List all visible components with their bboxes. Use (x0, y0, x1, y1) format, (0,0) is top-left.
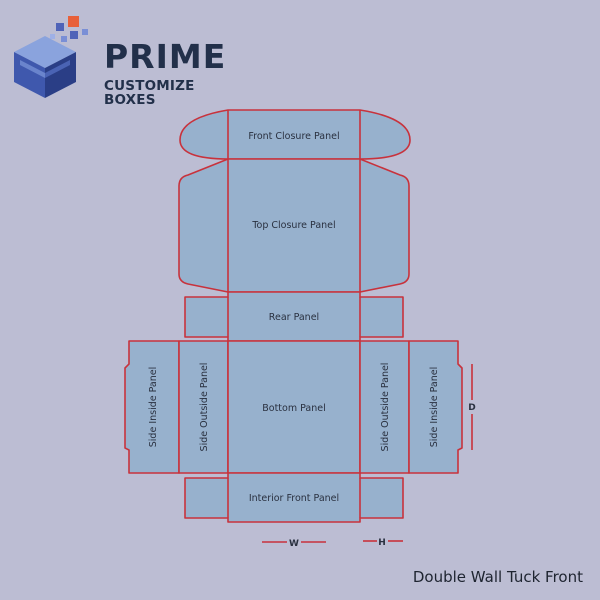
side-outside-panel-right (359, 340, 410, 474)
brand-logo: PRIME CUSTOMIZE BOXES (12, 14, 242, 108)
side-outside-label-left: Side Outside Panel (199, 363, 210, 452)
width-label: W (289, 539, 299, 549)
height-label: H (378, 538, 386, 548)
bottom-label: Bottom Panel (262, 403, 326, 414)
depth-dimension: D (468, 364, 476, 450)
cube-logo-icon (14, 16, 88, 98)
width-dimension: W (262, 539, 326, 549)
depth-label: D (468, 403, 475, 413)
side-inside-label-right: Side Inside Panel (429, 367, 440, 448)
bottom-panel (227, 340, 361, 474)
rear-label: Rear Panel (269, 312, 319, 323)
top-closure-label: Top Closure Panel (251, 220, 335, 231)
side-inside-label-left: Side Inside Panel (148, 367, 159, 448)
side-outside-panel-left (178, 340, 229, 474)
brand-tagline: CUSTOMIZE BOXES (104, 78, 195, 108)
side-inside-panel-right (408, 340, 463, 474)
side-outside-label-right: Side Outside Panel (380, 363, 391, 452)
height-dimension: H (363, 538, 403, 548)
interior-front-label: Interior Front Panel (249, 493, 339, 504)
box-style-caption: Double Wall Tuck Front (412, 568, 583, 586)
front-closure-label: Front Closure Panel (248, 131, 339, 142)
brand-name: PRIME (104, 37, 227, 76)
